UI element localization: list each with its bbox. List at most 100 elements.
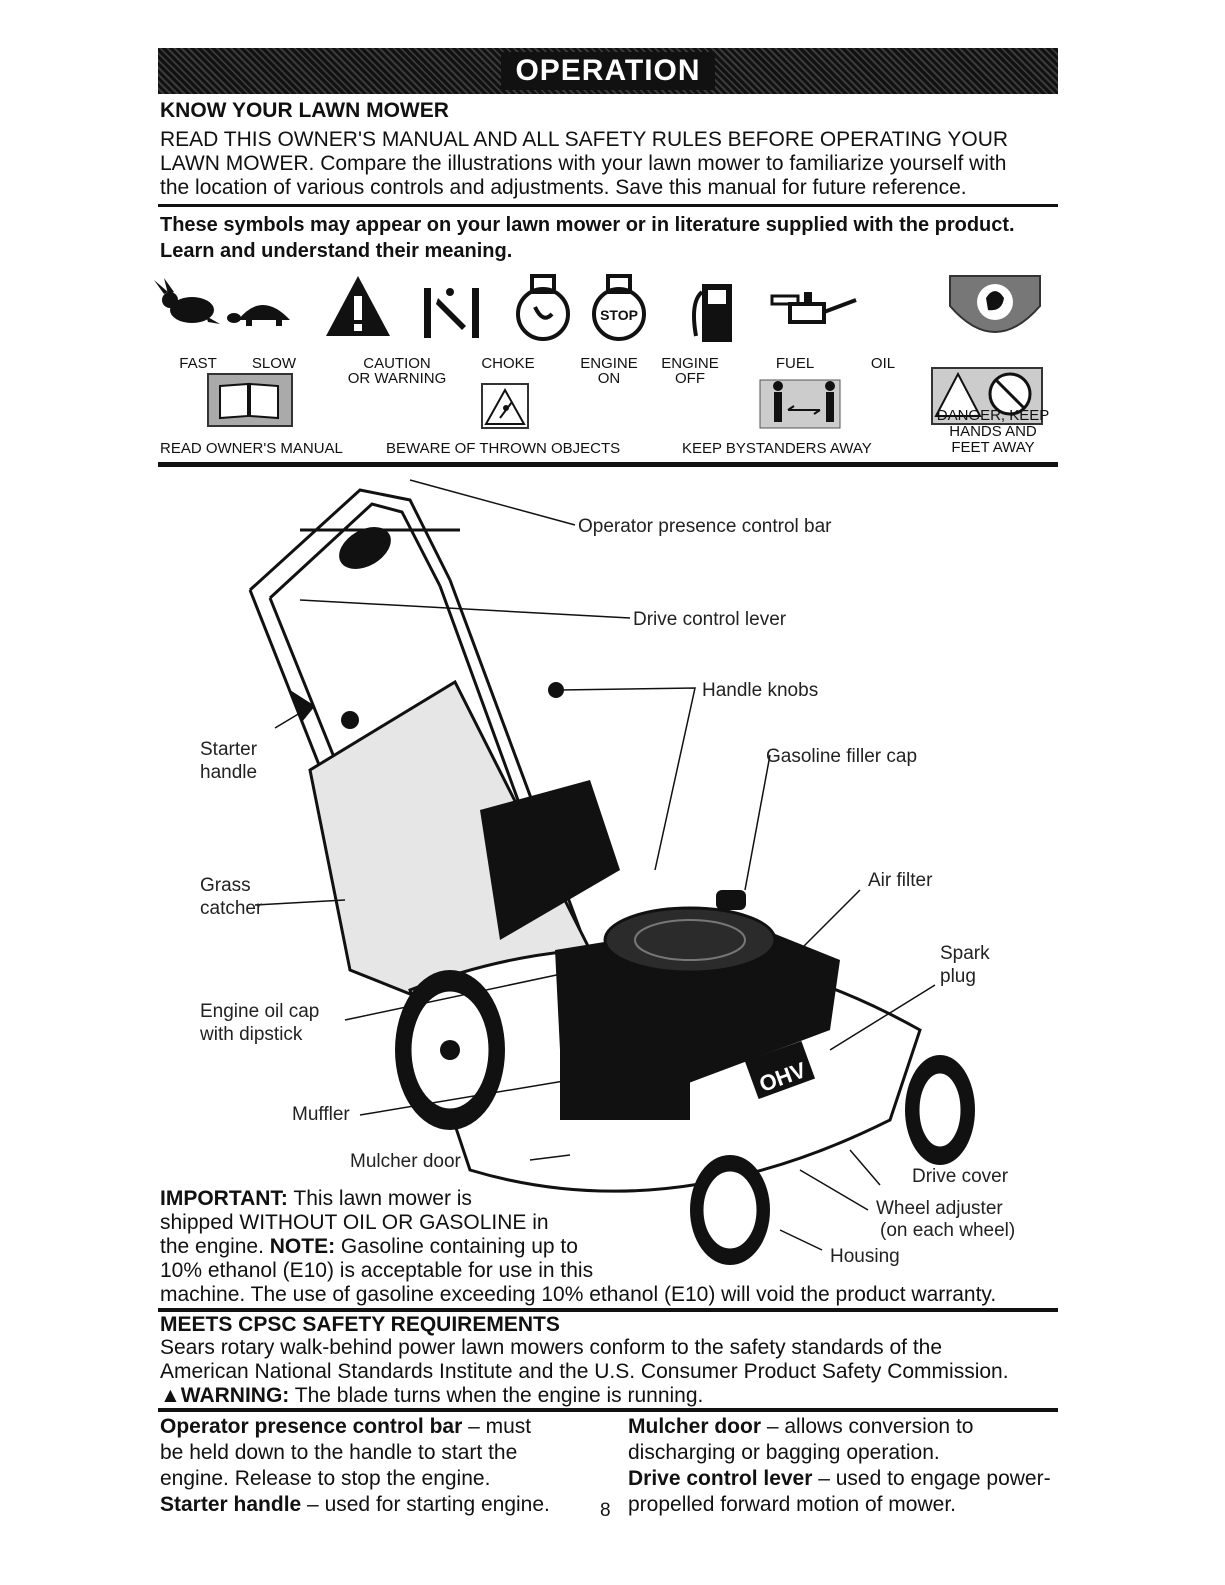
cpsc-line-2: American National Standards Institute an… xyxy=(160,1360,1009,1383)
important-line-3: the engine. NOTE: Gasoline containing up… xyxy=(160,1235,996,1259)
important-text-3a: the engine. xyxy=(160,1235,270,1258)
label-engine-off: ENGINE xyxy=(661,355,719,372)
engine-lower-block xyxy=(560,1010,690,1120)
label-choke: CHOKE xyxy=(481,355,534,372)
symbols-intro: These symbols may appear on your lawn mo… xyxy=(160,212,1015,264)
important-text-1: This lawn mower is xyxy=(287,1187,472,1210)
def-starter-text: – used for starting engine. xyxy=(301,1493,550,1516)
callout-oil-cap-2: with dipstick xyxy=(200,1024,303,1045)
callout-gas-cap: Gasoline filler cap xyxy=(766,746,918,767)
important-line-4: 10% ethanol (E10) is acceptable for use … xyxy=(160,1259,594,1282)
gas-cap xyxy=(716,890,746,910)
callout-handle-knobs: Handle knobs xyxy=(702,680,819,701)
handle-knob xyxy=(290,690,315,722)
important-line-5: machine. The use of gasoline exceeding 1… xyxy=(160,1283,997,1306)
note-label: NOTE: xyxy=(269,1235,336,1258)
know-line-3: the location of various controls and adj… xyxy=(160,176,967,199)
engine-on-icon xyxy=(516,274,570,341)
book-icon xyxy=(207,373,293,427)
oil-can-icon xyxy=(770,292,857,324)
label-caution-2: OR WARNING xyxy=(348,370,447,387)
divider xyxy=(158,1408,1058,1412)
def-starter: Starter handle – used for starting engin… xyxy=(160,1492,620,1518)
warning-icon: ▲ xyxy=(160,1384,181,1407)
divider xyxy=(158,1308,1058,1312)
callout-oil-cap: Engine oil cap with dipstick xyxy=(200,1000,319,1046)
def-opc-text-1: – must xyxy=(462,1415,532,1438)
warning-triangle-icon xyxy=(326,276,390,336)
stop-text: STOP xyxy=(600,307,638,323)
def-opc: Operator presence control bar – must xyxy=(160,1414,620,1440)
symbols-intro-line-2: Learn and understand their meaning. xyxy=(160,240,513,262)
callout-spark-2: plug xyxy=(940,966,976,987)
operator-bar-grip xyxy=(339,527,391,569)
warning-label: WARNING: xyxy=(180,1384,290,1407)
definitions-right: Mulcher door – allows conversion to disc… xyxy=(628,1414,1058,1518)
callout-starter-2: handle xyxy=(200,762,258,783)
label-fast: FAST xyxy=(179,355,217,372)
label-danger-1: DANGER, KEEP xyxy=(936,407,1050,424)
grass-catcher-frame xyxy=(480,780,620,940)
callout-opc-bar: Operator presence control bar xyxy=(578,516,832,537)
page-number: 8 xyxy=(600,1500,611,1521)
def-drive-text-1: – used to engage power- xyxy=(812,1467,1051,1490)
def-opc-term: Operator presence control bar xyxy=(160,1415,463,1438)
label-engine-on-2: ON xyxy=(598,370,621,387)
symbols-intro-line-1: These symbols may appear on your lawn mo… xyxy=(160,214,1015,236)
hands-feet-danger-icon xyxy=(931,367,1043,425)
recoil-cover xyxy=(634,919,746,961)
ohv-cover xyxy=(744,1040,816,1100)
cpsc-heading: MEETS CPSC SAFETY REQUIREMENTS xyxy=(160,1313,560,1336)
def-opc-line-3: engine. Release to stop the engine. xyxy=(160,1467,491,1490)
def-mulcher: Mulcher door – allows conversion to xyxy=(628,1414,1058,1440)
callout-oil-cap-1: Engine oil cap xyxy=(200,1001,320,1022)
label-thrown-objects: BEWARE OF THROWN OBJECTS xyxy=(386,440,621,457)
rear-wheel xyxy=(395,970,505,1130)
def-mulcher-term: Mulcher door xyxy=(628,1415,762,1438)
thrown-objects-icon xyxy=(481,383,529,429)
callout-spark-1: Spark xyxy=(940,943,990,964)
handle-knob xyxy=(548,682,564,698)
callout-grass-2: catcher xyxy=(200,898,263,919)
callout-wheel-adjuster: Wheel adjuster (on each wheel) xyxy=(876,1198,1015,1242)
turtle-icon xyxy=(227,305,290,326)
fuel-pump-icon xyxy=(692,284,732,342)
callout-mulcher-door: Mulcher door xyxy=(350,1151,461,1172)
know-heading: KNOW YOUR LAWN MOWER xyxy=(160,99,449,122)
hand-danger-icon xyxy=(949,275,1041,333)
engine-off-icon: STOP xyxy=(592,274,646,341)
label-oil: OIL xyxy=(871,355,895,372)
know-line-2: LAWN MOWER. Compare the illustrations wi… xyxy=(160,152,1007,175)
label-bystanders: KEEP BYSTANDERS AWAY xyxy=(682,440,872,457)
choke-icon xyxy=(424,288,479,338)
callout-muffler: Muffler xyxy=(292,1104,350,1125)
callout-wheel-adj-2: (on each wheel) xyxy=(880,1220,1016,1241)
def-drive: Drive control lever – used to engage pow… xyxy=(628,1466,1058,1492)
callout-spark-plug: Spark plug xyxy=(940,942,990,988)
callout-housing: Housing xyxy=(830,1246,900,1267)
handle-knob xyxy=(341,711,359,729)
lawn-mower-illustration: OHV xyxy=(248,479,975,1265)
def-drive-line-2: propelled forward motion of mower. xyxy=(628,1493,956,1516)
bystanders-icon xyxy=(759,379,841,429)
warning-text: The blade turns when the engine is runni… xyxy=(289,1384,704,1407)
banner-title: OPERATION xyxy=(501,52,715,90)
important-line-2: shipped WITHOUT OIL OR GASOLINE in xyxy=(160,1211,549,1234)
callout-wheel-adj-1: Wheel adjuster xyxy=(876,1198,1003,1219)
divider xyxy=(158,462,1058,467)
label-fuel: FUEL xyxy=(776,355,814,372)
callout-starter-1: Starter xyxy=(200,739,258,760)
label-caution: CAUTION xyxy=(363,355,431,372)
label-slow: SLOW xyxy=(252,355,297,372)
cpsc-warning: ▲WARNING: The blade turns when the engin… xyxy=(160,1384,1009,1408)
def-drive-term: Drive control lever xyxy=(628,1467,813,1490)
label-danger-3: FEET AWAY xyxy=(951,439,1035,456)
label-danger: DANGER, KEEP HANDS AND FEET AWAY xyxy=(930,408,1056,456)
def-starter-term: Starter handle xyxy=(160,1493,302,1516)
divider xyxy=(158,204,1058,207)
know-paragraph: READ THIS OWNER'S MANUAL AND ALL SAFETY … xyxy=(160,128,1060,200)
callout-drive-lever: Drive control lever xyxy=(633,609,787,630)
symbol-labels: FAST SLOW CAUTION OR WARNING CHOKE ENGIN… xyxy=(179,355,895,387)
callout-drive-cover: Drive cover xyxy=(912,1166,1009,1187)
front-wheel xyxy=(690,1155,770,1265)
